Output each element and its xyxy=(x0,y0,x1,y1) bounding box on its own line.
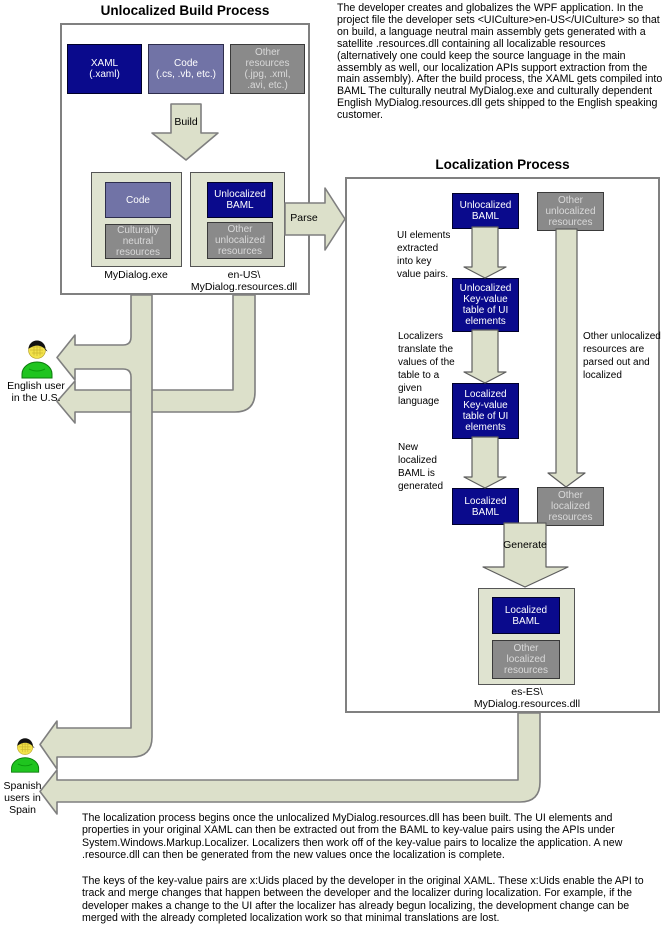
other-resources-source-box: Other resources (.jpg, .xml, .avi, etc.) xyxy=(230,44,305,94)
output-other-localized-box: Other localized resources xyxy=(492,640,560,679)
note-extract: UI elements extracted into key value pai… xyxy=(397,230,451,280)
spanish-user-label: Spanish users in Spain xyxy=(3,780,42,816)
eses-dll-caption: es-ES\ MyDialog.resources.dll xyxy=(473,686,581,710)
build-arrow-label: Build xyxy=(174,116,198,128)
spanish-user-icon xyxy=(11,738,40,773)
localized-baml-box: Localized BAML xyxy=(452,488,519,525)
other-unlocalized-box: Other unlocalized resources xyxy=(537,192,604,231)
other-localized-box: Other localized resources xyxy=(537,487,604,526)
output-localized-baml-box: Localized BAML xyxy=(492,597,560,634)
other-unlocalized-source-box: Other unlocalized resources xyxy=(207,222,273,259)
bottom-paragraph-1: The localization process begins once the… xyxy=(82,812,623,862)
unlocalized-baml-source-box: Unlocalized BAML xyxy=(207,182,273,218)
english-user-icon xyxy=(21,340,53,379)
localized-keyvalue-table-box: Localized Key-value table of UI elements xyxy=(452,383,519,439)
bottom-paragraph-2: The keys of the key-value pairs are x:Ui… xyxy=(82,875,644,925)
enus-dll-caption: en-US\ MyDialog.resources.dll xyxy=(190,269,298,293)
localization-process-title: Localization Process xyxy=(435,157,570,172)
english-user-label: English user in the U.S. xyxy=(7,380,65,404)
mydialog-exe-caption: MyDialog.exe xyxy=(104,269,168,281)
exe-code-box: Code xyxy=(105,182,171,218)
unlocalized-baml-box: Unlocalized BAML xyxy=(452,193,519,229)
intro-paragraph: The developer creates and globalizes the… xyxy=(337,2,663,122)
enus-to-english-user-arrow xyxy=(56,294,256,424)
exe-neutral-resources-box: Culturally neutral resources xyxy=(105,224,171,259)
unlocalized-keyvalue-table-box: Unlocalized Key-value table of UI elemen… xyxy=(452,278,519,332)
eses-to-spanish-user-arrow xyxy=(39,712,541,815)
note-translate: Localizers translate the values of the t… xyxy=(398,331,455,407)
build-process-title: Unlocalized Build Process xyxy=(100,3,270,18)
generate-arrow-label: Generate xyxy=(503,539,547,551)
parse-arrow-label: Parse xyxy=(290,212,318,224)
note-other-resources: Other unlocalized resources are parsed o… xyxy=(583,331,661,381)
xaml-source-box: XAML (.xaml) xyxy=(67,44,142,94)
code-source-box: Code (.cs, .vb, etc.) xyxy=(148,44,224,94)
note-generated: New localized BAML is generated xyxy=(398,442,444,492)
